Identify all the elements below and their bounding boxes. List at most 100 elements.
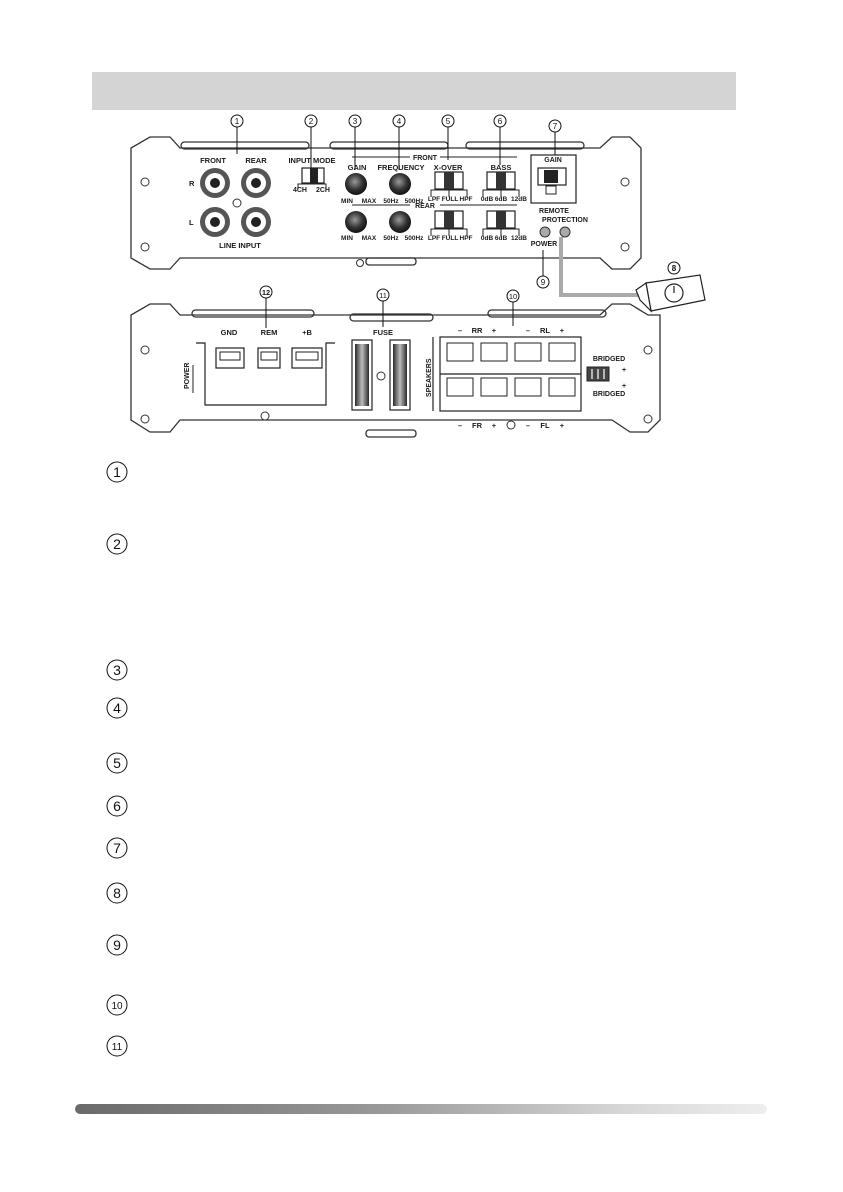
label-frequency: FREQUENCY <box>377 163 424 172</box>
label-hpf: HPF <box>460 196 473 203</box>
label-fuse: FUSE <box>373 328 393 337</box>
label-line-input: LINE INPUT <box>219 241 261 250</box>
label-power: POWER <box>531 241 557 248</box>
label-rl: RL <box>540 326 550 335</box>
label-min: MIN <box>341 198 353 205</box>
label-0db: 0dB <box>481 196 494 203</box>
label-fr: FR <box>472 421 483 430</box>
label-remote-gain: GAIN <box>544 157 562 164</box>
callout-4: 4 <box>397 117 402 126</box>
label-500hz: 500Hz <box>405 235 425 242</box>
input-mode-switch[interactable] <box>297 167 327 189</box>
label-rear: REAR <box>245 156 267 165</box>
label-x-over: X-OVER <box>434 163 463 172</box>
gain-knob-rear[interactable] <box>345 211 367 233</box>
label-full: FULL <box>442 196 459 203</box>
label-gnd: GND <box>221 328 238 337</box>
item-number-6: 6 <box>113 798 121 814</box>
label-max: MAX <box>362 235 377 242</box>
speaker-terminal[interactable] <box>446 342 576 397</box>
label-500hz: 500Hz <box>405 198 425 205</box>
label-rear-group: REAR <box>415 203 435 210</box>
label-plus: + <box>492 326 497 335</box>
item-number-8: 8 <box>113 885 121 901</box>
item-number-3: 3 <box>113 662 121 678</box>
gain-knob-front[interactable] <box>345 173 367 195</box>
x-over-switch-front[interactable] <box>434 171 464 190</box>
label-12db: 12dB <box>511 196 527 203</box>
label-lpf: LPF <box>428 196 440 203</box>
callout-7: 7 <box>553 122 558 131</box>
label-6db: 6dB <box>495 196 508 203</box>
label-bridged-bottom: BRIDGED <box>593 391 625 398</box>
callout-10: 10 <box>509 292 517 301</box>
label-l: L <box>189 218 194 227</box>
bass-switch-rear[interactable] <box>486 210 516 229</box>
remote-cable <box>559 237 640 297</box>
bass-switch-front[interactable] <box>486 171 516 190</box>
callout-9: 9 <box>541 278 546 287</box>
label-4ch: 4CH <box>293 187 307 194</box>
callout-1: 1 <box>235 117 240 126</box>
callout-3: 3 <box>353 117 358 126</box>
label-front-group: FRONT <box>413 155 438 162</box>
rem-terminal[interactable] <box>257 347 281 369</box>
screw-icon <box>140 177 630 267</box>
label-full: FULL <box>442 235 459 242</box>
label-2ch: 2CH <box>316 187 330 194</box>
plus-b-terminal[interactable] <box>291 347 323 369</box>
item-number-7: 7 <box>113 840 121 856</box>
label-max: MAX <box>362 198 377 205</box>
label-bass: BASS <box>491 163 512 172</box>
callout-11: 11 <box>379 291 387 300</box>
label-rem: REM <box>261 328 278 337</box>
label-plus: + <box>560 421 565 430</box>
label-minus: – <box>458 326 462 335</box>
item-number-9: 9 <box>113 937 121 953</box>
label-plus: + <box>560 326 565 335</box>
power-led-icon <box>539 226 551 238</box>
protection-led-icon <box>559 226 571 238</box>
label-lpf: LPF <box>428 235 440 242</box>
remote-gain-port[interactable] <box>530 154 577 204</box>
callout-8: 8 <box>672 264 677 273</box>
fuse-icon[interactable] <box>351 339 411 411</box>
label-50hz: 50Hz <box>383 235 399 242</box>
label-rr: RR <box>472 326 483 335</box>
section-header-bar <box>92 72 736 110</box>
label-minus: – <box>526 326 530 335</box>
bridged-jumper-icon <box>586 366 610 382</box>
label-0db: 0dB <box>481 235 494 242</box>
item-number-11: 11 <box>112 1042 123 1053</box>
label-fl: FL <box>540 421 550 430</box>
label-gain: GAIN <box>348 163 367 172</box>
label-plus-b: +B <box>302 328 312 337</box>
label-plus: + <box>622 383 626 390</box>
item-number-list <box>106 461 128 1057</box>
label-remote: REMOTE <box>539 208 569 215</box>
label-minus: – <box>458 421 462 430</box>
label-front: FRONT <box>200 156 226 165</box>
callout-5: 5 <box>446 117 451 126</box>
label-input-mode: INPUT MODE <box>288 156 335 165</box>
x-over-switch-rear[interactable] <box>434 210 464 229</box>
screw-icon <box>140 345 653 430</box>
remote-bass-controller-icon <box>635 274 706 313</box>
gnd-terminal[interactable] <box>215 347 245 369</box>
item-number-1: 1 <box>113 464 121 480</box>
callout-12: 12 <box>262 288 270 297</box>
footer-gradient-bar <box>75 1104 767 1114</box>
frequency-knob-rear[interactable] <box>389 211 411 233</box>
item-number-2: 2 <box>113 536 121 552</box>
label-minus: – <box>526 421 530 430</box>
label-r: R <box>189 179 195 188</box>
label-protection: PROTECTION <box>542 217 588 224</box>
label-bridged-top: BRIDGED <box>593 356 625 363</box>
callout-2: 2 <box>309 117 314 126</box>
label-plus: + <box>622 367 626 374</box>
label-6db: 6dB <box>495 235 508 242</box>
frequency-knob-front[interactable] <box>389 173 411 195</box>
label-12db: 12dB <box>511 235 527 242</box>
item-number-5: 5 <box>113 755 121 771</box>
label-hpf: HPF <box>460 235 473 242</box>
